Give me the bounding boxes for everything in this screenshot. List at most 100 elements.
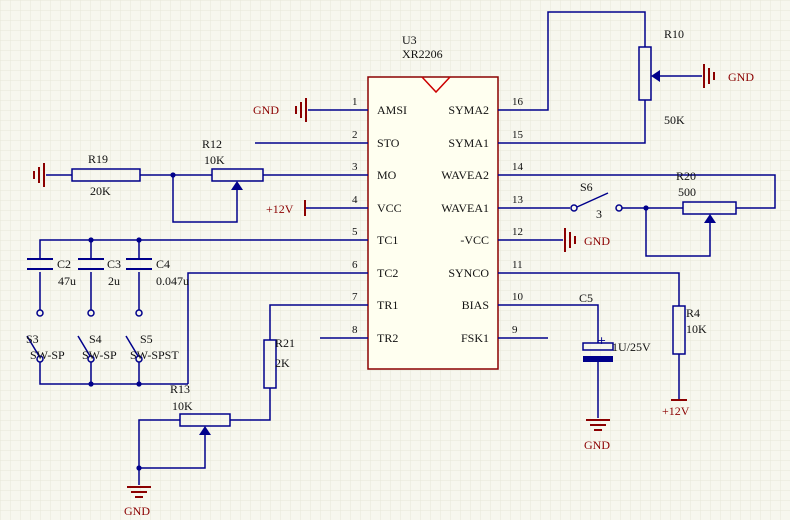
wire-pin10 — [518, 304, 599, 343]
capacitor-c5: + C5 1U/25V — [579, 291, 651, 362]
capacitor-c4 — [126, 258, 152, 270]
pin-name: TC1 — [377, 233, 398, 247]
wire-r21-r13 — [230, 388, 271, 421]
pin-number: 1 — [352, 96, 358, 108]
r21-ref: R21 — [275, 336, 295, 350]
switch-contact — [87, 309, 95, 317]
junction — [136, 381, 142, 387]
gnd-label: GND — [584, 438, 610, 452]
wire-r13-left — [138, 419, 180, 468]
wire-pin7 — [269, 304, 348, 340]
pin-name: VCC — [377, 201, 402, 215]
wire-r13-wiper — [138, 432, 206, 485]
r12-value: 10K — [204, 153, 225, 167]
junction — [136, 237, 142, 243]
r10-value: 50K — [664, 113, 685, 127]
pin-name: STO — [377, 136, 400, 150]
ground-r13 — [127, 486, 151, 498]
pin-name: TR1 — [377, 298, 398, 312]
gnd-label: GND — [124, 504, 150, 518]
s6-ref: S6 — [580, 180, 593, 194]
gnd-label: GND — [728, 70, 754, 84]
c3-value: 2u — [108, 274, 120, 288]
r20-ref: R20 — [676, 169, 696, 183]
r19-value: 20K — [90, 184, 111, 198]
pin-name: WAVEA2 — [441, 168, 489, 182]
chip-ref: U3 — [402, 33, 417, 47]
pin-name: -VCC — [460, 233, 489, 247]
switch-s3 — [26, 309, 44, 363]
pin-number: 6 — [352, 259, 358, 271]
pin-name: FSK1 — [461, 331, 489, 345]
pin-number: 13 — [512, 194, 524, 206]
pin-name: SYNCO — [448, 266, 489, 280]
r4-ref: R4 — [686, 306, 700, 320]
switch-lever — [77, 335, 91, 357]
junction — [88, 237, 94, 243]
resistor-body — [638, 46, 652, 101]
r10-ref: R10 — [664, 27, 684, 41]
pin-number: 3 — [352, 161, 358, 173]
c5-ref: C5 — [579, 291, 593, 305]
resistor-body — [71, 168, 141, 182]
switch-contact — [135, 355, 143, 363]
pin-name: SYMA1 — [448, 136, 489, 150]
switch-contact — [615, 204, 623, 212]
r4-value: 10K — [686, 322, 707, 336]
chip-u3: U3 XR2206 1AMSI2STO3MO4VCC5TC16TC27TR18T… — [348, 33, 524, 370]
junctions — [88, 172, 649, 471]
wire-pin6 — [187, 272, 348, 384]
pin-name: SYMA2 — [448, 103, 489, 117]
capacitor-c3 — [78, 258, 104, 270]
ground-pin12 — [564, 228, 576, 252]
resistor-r4: R4 10K — [672, 305, 707, 355]
v12-label: +12V — [662, 404, 690, 418]
resistor-r20: R20 500 — [676, 169, 737, 223]
resistor-r10: R10 50K — [638, 27, 685, 127]
s3-type: SW-SP — [30, 348, 65, 362]
chip-notch — [421, 76, 451, 94]
resistor-body — [672, 305, 686, 355]
r13-ref: R13 — [170, 382, 190, 396]
resistor-body — [263, 339, 277, 389]
s6-value: 3 — [596, 207, 602, 221]
pin-number: 11 — [512, 259, 523, 271]
resistor-r12: R12 10K — [200, 137, 264, 190]
switch-contact — [87, 355, 95, 363]
ground-c5 — [586, 419, 610, 431]
switch-contact — [570, 204, 578, 212]
c4-value: 0.047u — [156, 274, 189, 288]
pin-name: TC2 — [377, 266, 398, 280]
pin-number: 7 — [352, 291, 358, 303]
switch-contact — [36, 309, 44, 317]
wire-pin16 — [518, 11, 646, 111]
pin-number: 15 — [512, 129, 524, 141]
cap-plate-positive — [582, 342, 614, 351]
r13-value: 10K — [172, 399, 193, 413]
r12-ref: R12 — [202, 137, 222, 151]
wire-r20-wiper-loop — [645, 208, 711, 257]
pin-number: 9 — [512, 324, 518, 336]
switch-contact — [36, 355, 44, 363]
wiper-arrow — [704, 214, 716, 223]
resistor-body — [682, 201, 737, 215]
capacitor-c2 — [27, 258, 53, 270]
r21-value: 2K — [275, 356, 290, 370]
pin-number: 12 — [512, 226, 523, 238]
pin-number: 10 — [512, 291, 524, 303]
junction — [136, 465, 142, 471]
r19-ref: R19 — [88, 152, 108, 166]
resistor-r21: R21 2K — [263, 336, 295, 389]
c2-ref: C2 — [57, 257, 71, 271]
pin-name: WAVEA1 — [441, 201, 489, 215]
